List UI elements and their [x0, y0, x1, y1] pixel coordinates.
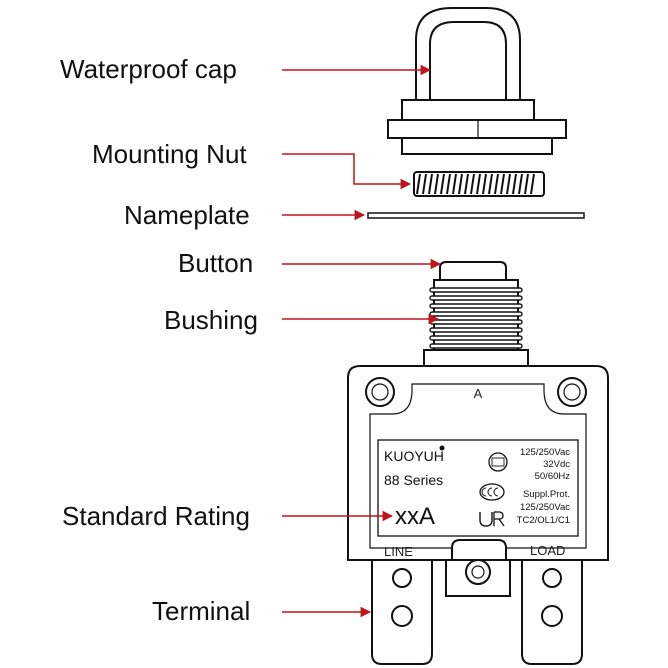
ur-recognized-icon [479, 511, 505, 527]
thread-ridge [429, 311, 523, 317]
plate-spec-ac: 125/250Vac [520, 447, 570, 458]
label-button: Button [178, 248, 253, 278]
label-nameplate: Nameplate [124, 200, 250, 230]
terminal-line [371, 559, 433, 665]
button-part [439, 261, 507, 281]
knurl-line [446, 173, 451, 195]
knurl-line [458, 173, 463, 195]
knurl-line [482, 173, 487, 195]
plate-series: 88 Series [384, 472, 443, 488]
plate-rating: xxA [395, 503, 435, 530]
knurl-line [518, 173, 523, 195]
mounting-nut [413, 171, 545, 197]
load-label: LOAD [530, 543, 565, 558]
rating-plate: KUOYUH 88 Series xxA 125/250Vac 32Vdc 50… [377, 439, 579, 537]
knurl-line [464, 173, 469, 195]
label-waterproof-cap: Waterproof cap [60, 54, 237, 84]
thread-ridge [429, 295, 523, 301]
knurl-line [488, 173, 493, 195]
knurl-line [500, 173, 505, 195]
terminal-load [521, 559, 583, 665]
knurl-line [512, 173, 517, 195]
ccc-mark-icon [479, 483, 505, 501]
plate-spec-ac-2: 125/250Vac [520, 502, 570, 513]
line-label: LINE [384, 544, 413, 559]
knurl-line [440, 173, 445, 195]
label-mounting-nut: Mounting Nut [92, 139, 247, 169]
plate-brand: KUOYUH [384, 448, 444, 464]
thread-ridge [429, 343, 523, 349]
thread-ridge [429, 335, 523, 341]
plate-spec-freq: 50/60Hz [535, 471, 571, 482]
plate-suppl: Suppl.Prot. [523, 489, 570, 500]
plate-spec-dc: 32Vdc [543, 459, 570, 470]
nameplate-part [367, 212, 585, 219]
label-terminal: Terminal [152, 596, 250, 626]
knurl-line [476, 173, 481, 195]
knurl-line [506, 173, 511, 195]
thread-ridge [429, 303, 523, 309]
terminals: LINE LOAD [371, 543, 583, 665]
bushing-part [423, 279, 529, 367]
knurl-line [470, 173, 475, 195]
knurl-line [416, 173, 421, 195]
waterproof-cap [387, 7, 567, 155]
button-marking: A [474, 386, 483, 401]
knurl-line [494, 173, 499, 195]
knurl-line [422, 173, 427, 195]
knurl-line [530, 173, 535, 195]
knurl-line [452, 173, 457, 195]
knurl-line [434, 173, 439, 195]
label-standard-rating: Standard Rating [62, 501, 250, 531]
thread-ridge [429, 287, 523, 293]
ul-listed-icon [488, 452, 508, 472]
plate-spec-tc: TC2/OL1/C1 [517, 515, 570, 526]
knurl-line [524, 173, 529, 195]
knurl-line [428, 173, 433, 195]
center-screw [445, 559, 511, 597]
label-bushing: Bushing [164, 305, 258, 335]
thread-ridge [429, 319, 523, 325]
thread-ridge [429, 327, 523, 333]
leader-nut [282, 153, 412, 190]
